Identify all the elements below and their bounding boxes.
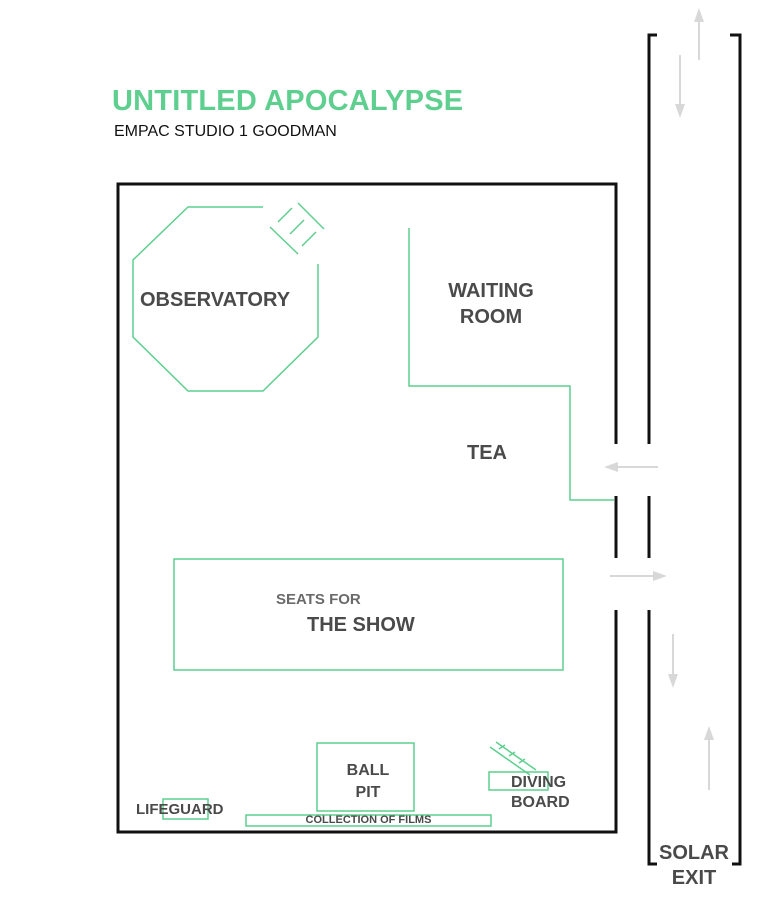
- seats-label-line1: SEATS FOR: [276, 591, 361, 608]
- waiting-room-partition: [408, 228, 614, 501]
- diving-board-label-line2: BOARD: [511, 794, 570, 811]
- seats-area: [173, 558, 564, 671]
- arrow-down-icon: [675, 55, 685, 118]
- corridor-wall-right: [730, 33, 742, 866]
- ball-pit-label-line1: BALL: [346, 762, 390, 779]
- flow-arrows: [604, 8, 714, 790]
- arrow-right-icon: [610, 571, 667, 581]
- solar-exit-label-line2: EXIT: [671, 867, 717, 889]
- observatory-label: OBSERVATORY: [140, 289, 291, 311]
- lifeguard-chair: [162, 798, 209, 820]
- arrow-up-icon: [704, 726, 714, 790]
- page-subtitle: EMPAC STUDIO 1 GOODMAN: [114, 123, 337, 140]
- corridor-wall-left-top: [647, 33, 657, 444]
- waiting-room-label-line1: WAITING: [448, 280, 534, 302]
- diving-board-label-line1: DIVING: [511, 774, 567, 791]
- diving-board-ladder: [489, 741, 537, 776]
- collection-label: COLLECTION OF FILMS: [305, 814, 432, 826]
- arrow-left-icon: [604, 462, 658, 472]
- observatory-ladder: [269, 202, 325, 255]
- tea-label: TEA: [467, 442, 507, 464]
- page-title: UNTITLED APOCALYPSE: [112, 85, 464, 117]
- ball-pit-area: [316, 742, 415, 812]
- seats-label-line2: THE SHOW: [307, 614, 415, 636]
- lifeguard-label: LIFEGUARD: [136, 801, 224, 818]
- diving-board: [488, 771, 549, 791]
- observatory-outline: [132, 206, 319, 392]
- ball-pit-label-line2: PIT: [355, 784, 381, 801]
- collection-shelf: [245, 814, 492, 827]
- studio-wall: [116, 182, 618, 834]
- waiting-room-label-line2: ROOM: [459, 306, 523, 328]
- arrow-down-icon: [668, 634, 678, 688]
- arrow-up-icon: [694, 8, 704, 60]
- corridor-wall-left-bottom: [647, 610, 657, 866]
- solar-exit-label-line1: SOLAR: [659, 842, 729, 864]
